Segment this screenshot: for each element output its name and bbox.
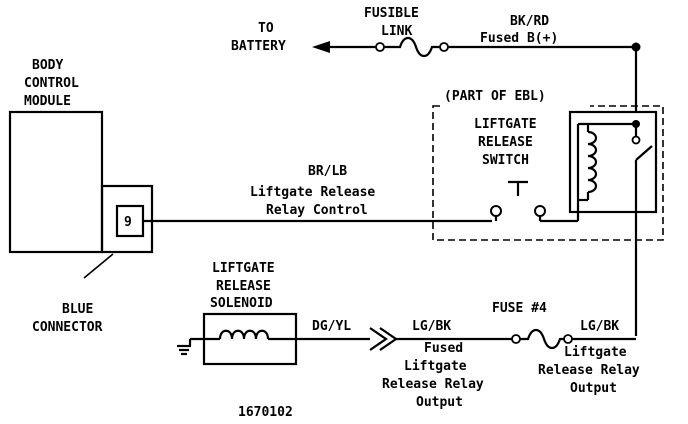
battery-arrow-icon bbox=[312, 41, 330, 53]
control-wire-line2: Relay Control bbox=[266, 203, 368, 218]
switch-label-line1: LIFTGATE bbox=[474, 117, 537, 132]
liftgate-release-solenoid bbox=[190, 312, 370, 366]
fusible-link-label-line2: LINK bbox=[381, 24, 412, 39]
battery-label-line1: TO bbox=[258, 21, 274, 36]
feed-wire-description: Fused B(+) bbox=[480, 31, 558, 46]
fused-output-line4: Output bbox=[416, 395, 463, 410]
feed-wire-color-code: BK/RD bbox=[510, 14, 549, 29]
relay-output-color-code: LG/BK bbox=[580, 319, 619, 334]
connector-label-line2: CONNECTOR bbox=[32, 320, 103, 335]
liftgate-release-switch bbox=[490, 180, 578, 223]
bcm-label-line1: BODY bbox=[32, 58, 63, 73]
relay-box bbox=[568, 110, 658, 214]
bcm-label-line2: CONTROL bbox=[24, 76, 79, 91]
connector-housing bbox=[100, 184, 154, 254]
pin-9-label: 9 bbox=[124, 215, 132, 230]
bcm-label-line3: MODULE bbox=[24, 94, 71, 109]
battery-feed-wire bbox=[312, 36, 641, 112]
relay-contact-arm bbox=[635, 145, 653, 161]
relay-output-line2: Release Relay bbox=[538, 363, 640, 378]
connector-pointer-line bbox=[83, 253, 114, 279]
fused-output-line1: Fused bbox=[424, 341, 463, 356]
fusible-link-label-line1: FUSIBLE bbox=[364, 6, 419, 21]
solenoid-label-line1: LIFTGATE bbox=[212, 261, 275, 276]
solenoid-label-line3: SOLENOID bbox=[210, 296, 273, 311]
body-control-module-box bbox=[8, 110, 104, 254]
ground-icon bbox=[177, 339, 192, 356]
in-line-connector-icon bbox=[369, 327, 398, 351]
figure-id: 1670102 bbox=[238, 405, 293, 420]
fuse4-symbol bbox=[511, 328, 636, 350]
fusible-link-symbol bbox=[384, 36, 440, 58]
solenoid-coil-icon bbox=[218, 329, 270, 340]
solenoid-wire-color-code: DG/YL bbox=[312, 319, 351, 334]
fuse4-label: FUSE #4 bbox=[492, 301, 547, 316]
relay-output-line1: Liftgate bbox=[564, 345, 627, 360]
relay-coil-icon bbox=[587, 130, 598, 194]
relay-output-line3: Output bbox=[570, 381, 617, 396]
battery-label-line2: BATTERY bbox=[231, 39, 286, 54]
connector-label-line1: BLUE bbox=[62, 302, 93, 317]
control-wire-color-code: BR/LB bbox=[308, 164, 347, 179]
switch-label-line2: RELEASE bbox=[478, 135, 533, 150]
switch-label-line3: SWITCH bbox=[482, 153, 529, 168]
fused-output-color-code: LG/BK bbox=[412, 319, 451, 334]
control-wire-line1: Liftgate Release bbox=[250, 185, 375, 200]
fused-output-line3: Release Relay bbox=[382, 377, 484, 392]
liftgate-release-relay bbox=[568, 110, 658, 336]
ebl-label: (PART OF EBL) bbox=[444, 89, 546, 104]
fused-output-line2: Liftgate bbox=[404, 359, 467, 374]
solenoid-label-line2: RELEASE bbox=[216, 279, 271, 294]
